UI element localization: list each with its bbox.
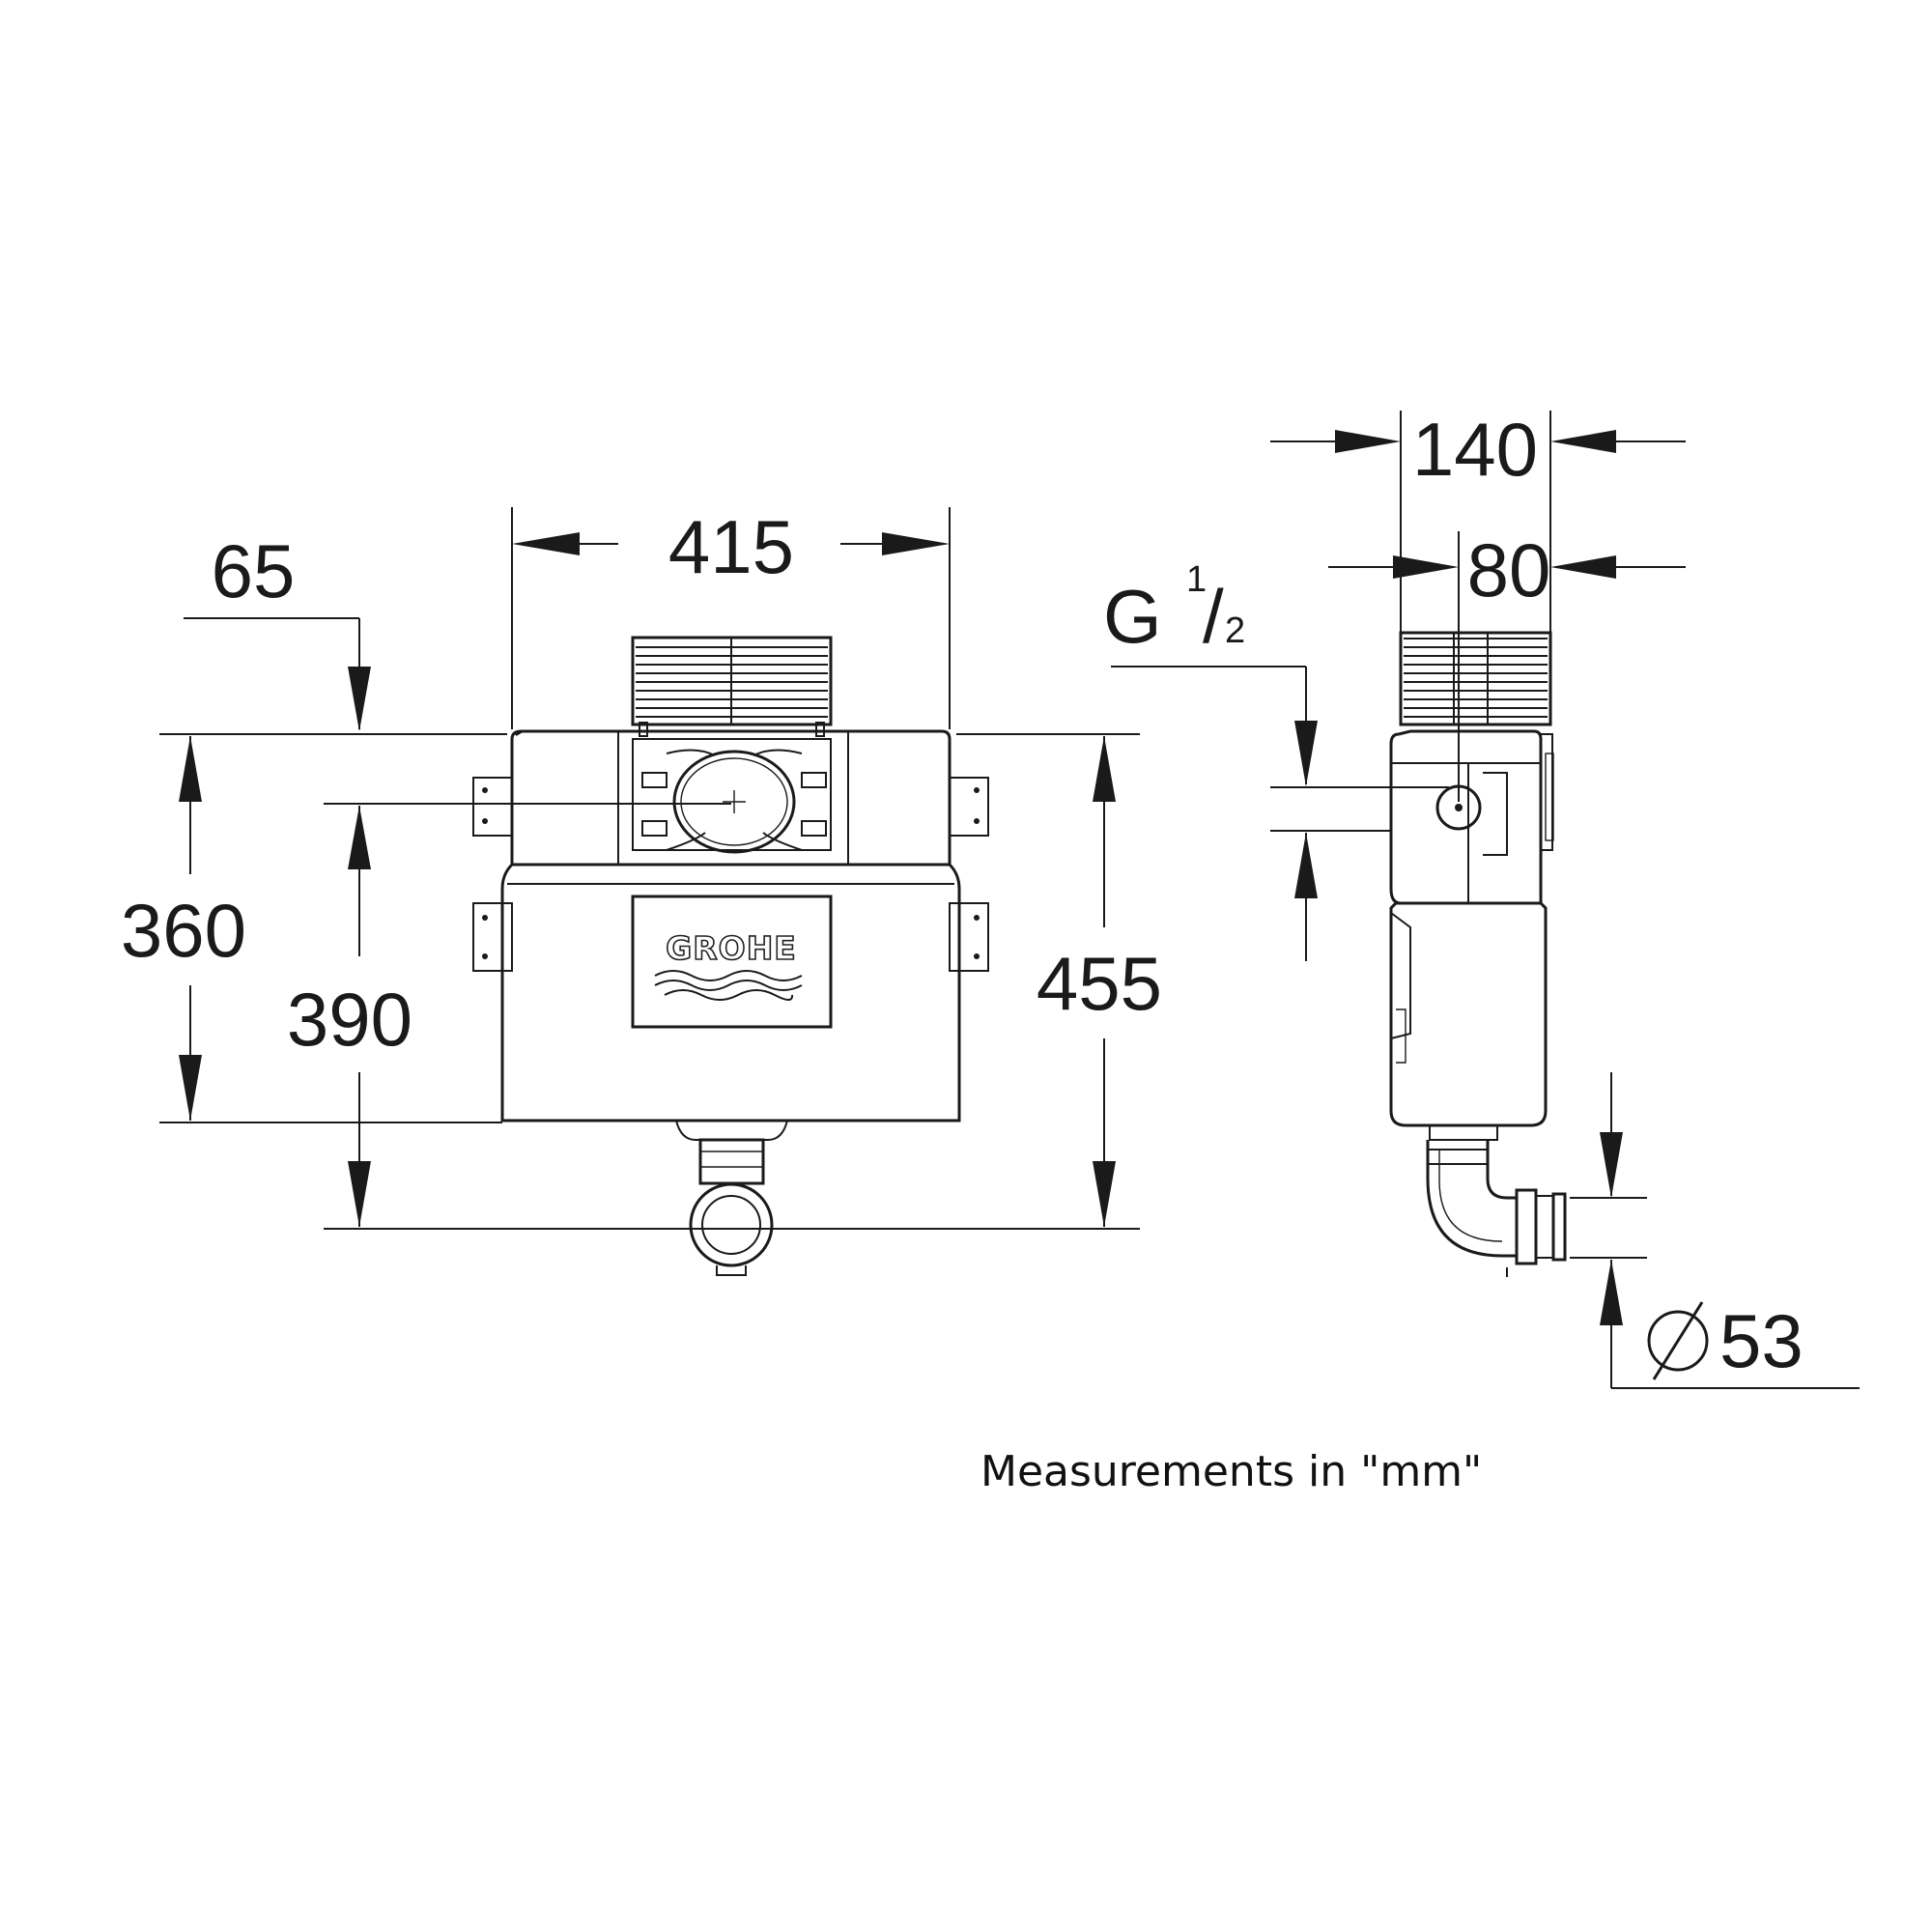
dim-height-455: 455 xyxy=(1037,941,1162,1026)
dim-height-390: 390 xyxy=(287,977,412,1062)
thread-letter: G xyxy=(1103,574,1162,659)
front-view: GROHE xyxy=(472,636,989,1276)
dim-depth-side: 140 xyxy=(1412,407,1538,492)
front-brackets xyxy=(472,777,989,972)
front-lower-tank: GROHE xyxy=(500,863,961,1122)
thread-denominator: 2 xyxy=(1225,611,1245,651)
front-dimensions: 415 65 360 390 455 xyxy=(121,504,1162,1230)
side-view xyxy=(1389,631,1567,1277)
units-note: Measurements in "mm" xyxy=(980,1447,1482,1496)
outlet-diameter-label: 53 xyxy=(1647,1298,1804,1383)
thread-separator: / xyxy=(1203,574,1224,659)
dim-top-offset: 65 xyxy=(212,528,296,613)
inlet-thread-label: G 1 / 2 xyxy=(1103,559,1245,659)
grohe-logo: GROHE xyxy=(666,929,797,967)
dim-height-360: 360 xyxy=(121,888,246,973)
dim-width-front: 415 xyxy=(668,504,794,589)
thread-numerator: 1 xyxy=(1186,559,1207,600)
side-dimensions: 140 80 G 1 / 2 53 xyxy=(1103,407,1860,1389)
dim-depth-inlet: 80 xyxy=(1467,527,1551,612)
dim-outlet-diameter: 53 xyxy=(1719,1298,1804,1383)
front-outlet xyxy=(675,1120,788,1276)
front-inlet-block xyxy=(631,636,833,737)
front-upper-body xyxy=(510,729,952,867)
